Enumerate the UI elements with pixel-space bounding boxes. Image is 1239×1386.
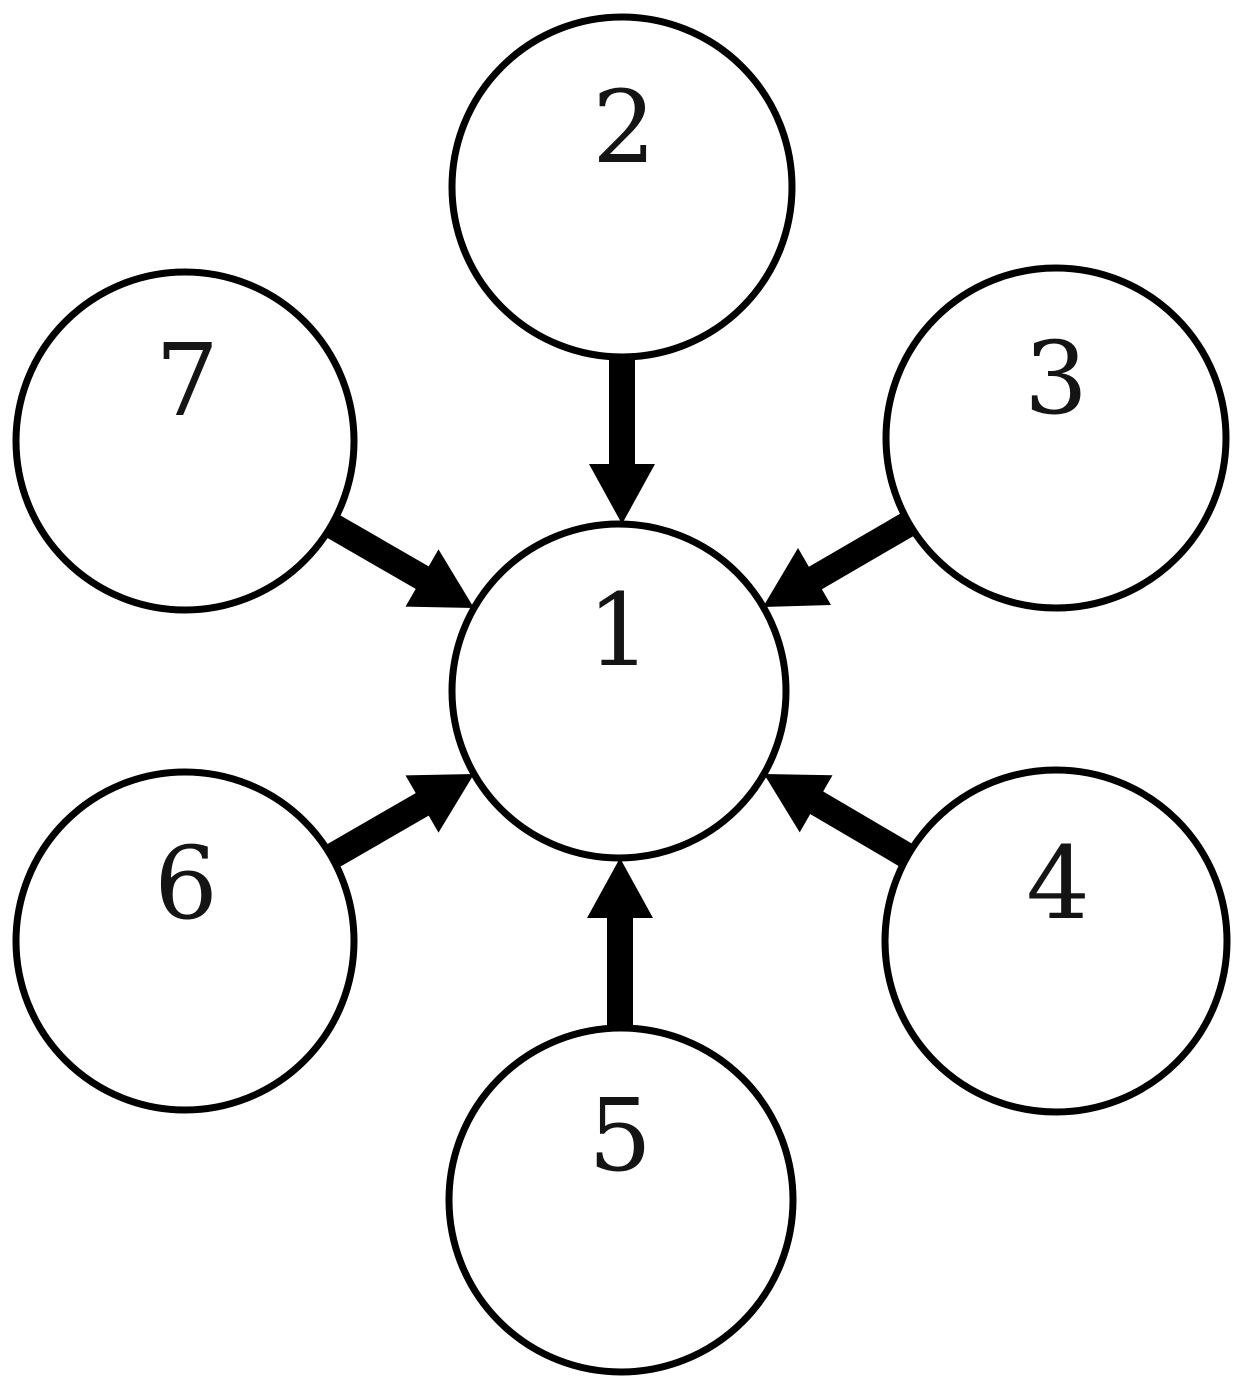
arrowhead-icon-6 [405, 774, 474, 833]
node-circle-4 [881, 766, 1231, 1116]
node-1: 1 [448, 520, 790, 862]
node-label-4: 4 [1026, 825, 1090, 942]
node-label-2: 2 [592, 69, 656, 186]
arrowhead-icon-3 [763, 548, 831, 607]
node-2: 2 [448, 13, 796, 361]
node-6: 6 [12, 768, 358, 1114]
arrowhead-icon-4 [764, 774, 833, 833]
node-5: 5 [445, 1024, 797, 1376]
node-label-6: 6 [154, 825, 218, 942]
edge-shaft-3 [805, 511, 917, 592]
node-circle-6 [12, 768, 358, 1114]
node-circle-1 [448, 520, 790, 862]
arrowhead-icon-7 [405, 549, 474, 608]
edge-arrow-6-to-1 [324, 774, 474, 869]
node-label-3: 3 [1024, 320, 1088, 437]
arrowhead-icon-5 [587, 858, 653, 918]
node-circle-3 [882, 264, 1230, 612]
edge-arrow-5-to-1 [587, 858, 653, 1028]
node-circle-7 [12, 268, 358, 614]
node-7: 7 [12, 268, 358, 614]
node-label-5: 5 [588, 1077, 652, 1194]
edge-arrow-2-to-1 [589, 356, 655, 524]
node-circle-2 [448, 13, 796, 361]
edge-arrow-7-to-1 [324, 513, 474, 608]
node-circle-5 [445, 1024, 797, 1376]
edge-shaft-4 [805, 788, 916, 869]
edge-arrow-3-to-1 [763, 511, 917, 607]
arrowhead-icon-2 [589, 464, 655, 524]
node-4: 4 [881, 766, 1231, 1116]
edge-arrow-4-to-1 [764, 774, 916, 869]
node-3: 3 [882, 264, 1230, 612]
node-label-1: 1 [587, 572, 651, 689]
node-label-7: 7 [155, 322, 219, 439]
edge-shaft-6 [324, 789, 435, 869]
edge-shaft-7 [324, 513, 435, 593]
